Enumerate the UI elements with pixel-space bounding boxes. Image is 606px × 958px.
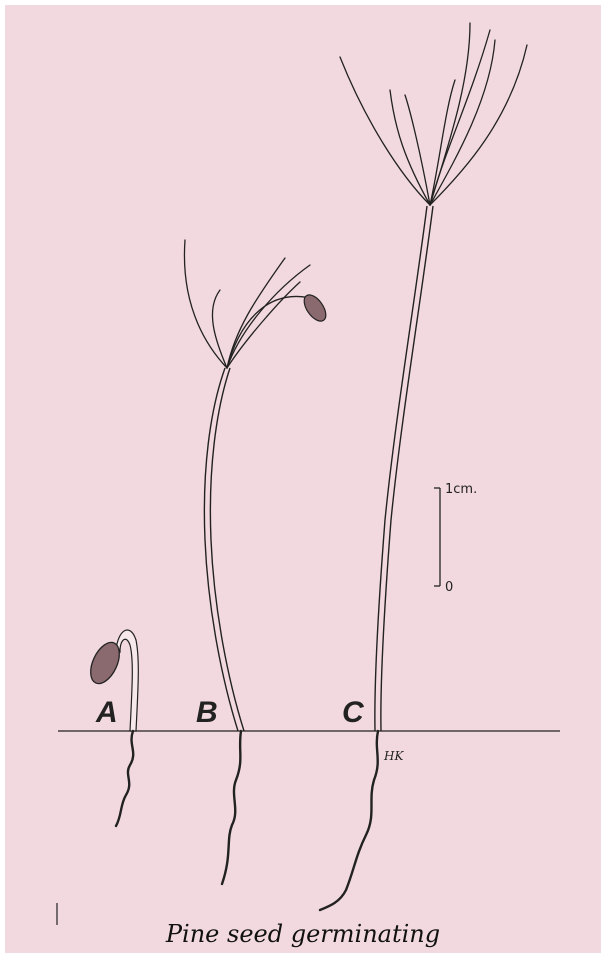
seedling-b bbox=[184, 240, 330, 884]
label-b: B bbox=[196, 696, 218, 729]
seedling-c: HK bbox=[320, 23, 527, 910]
scale-bottom-label: 0 bbox=[445, 580, 453, 595]
scale-top-label: 1cm. bbox=[445, 482, 477, 497]
seed-coat-b bbox=[300, 291, 330, 325]
figure-caption: Pine seed germinating bbox=[0, 920, 606, 948]
label-c: C bbox=[342, 696, 365, 729]
artist-signature: HK bbox=[383, 749, 404, 763]
label-a: A bbox=[95, 696, 118, 729]
scale-bar: 1cm. 0 bbox=[434, 482, 477, 595]
